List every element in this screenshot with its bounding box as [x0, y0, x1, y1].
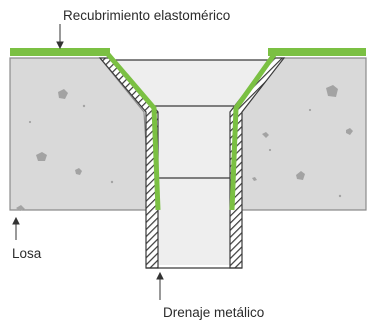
coating-funnel-right [229, 50, 279, 211]
coating-top-right [268, 48, 366, 56]
drain-interior-lines [114, 59, 270, 179]
leader-lines [12, 24, 164, 300]
label-drain: Drenaje metálico [163, 305, 264, 320]
label-slab: Losa [12, 246, 42, 261]
coating-top-left [10, 48, 110, 56]
aggregate-stones [16, 85, 353, 211]
coating-funnel-left [104, 50, 161, 211]
elastomeric-coating [10, 48, 366, 211]
label-coating: Recubrimiento elastomérico [63, 8, 230, 23]
